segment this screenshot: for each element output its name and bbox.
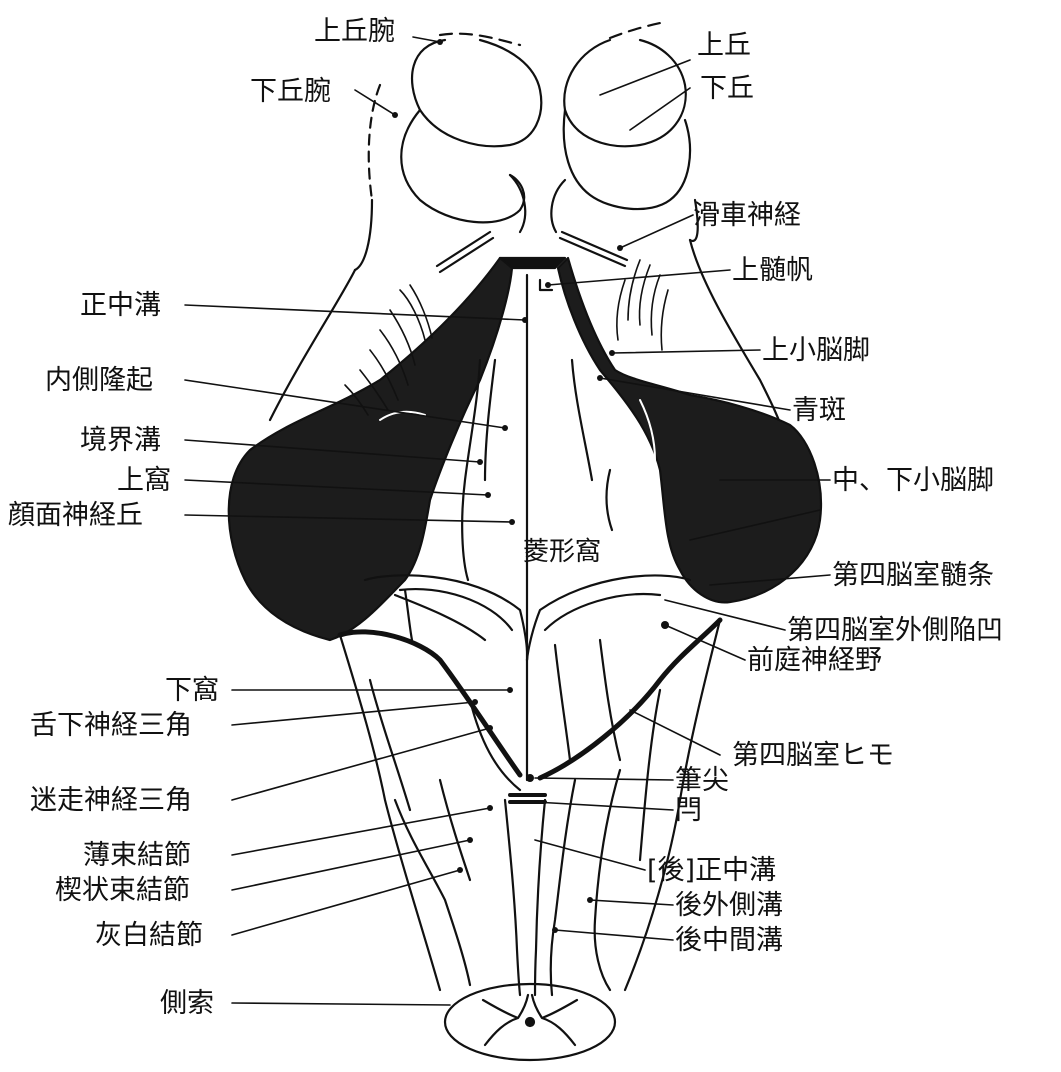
label-sulcus-limitans: 境界溝: [80, 427, 161, 454]
cerebellar-peduncle-left: [229, 258, 565, 640]
label-inferior-fovea: 下窩: [165, 677, 219, 704]
label-calamus: 筆尖: [675, 767, 729, 794]
medulla-outline: [340, 590, 720, 995]
label-cuneate-tubercle: 楔状束結節: [55, 877, 190, 904]
label-lateral-recess: 第四脳室外側陥凹: [787, 617, 1003, 644]
label-superior-cerebellar-peduncle: 上小脳脚: [762, 337, 870, 364]
label-tuber-cinereum: 灰白結節: [95, 922, 203, 949]
label-medial-eminence: 内側隆起: [45, 367, 153, 394]
label-lateral-funiculus: 側索: [160, 990, 214, 1017]
label-superior-fovea: 上窩: [117, 467, 171, 494]
label-superior-colliculus: 上丘: [697, 32, 751, 59]
label-posterolateral-sulcus: 後外側溝: [675, 892, 783, 919]
label-hypoglossal-trigone: 舌下神経三角: [30, 712, 192, 739]
label-inferior-brachium: 下丘腕: [250, 78, 331, 105]
label-vagal-trigone: 迷走神経三角: [30, 787, 192, 814]
label-rhomboid-fossa: 菱形窩: [523, 537, 601, 567]
label-obex: 閂: [675, 797, 702, 824]
colliculi-outline: [369, 22, 690, 232]
label-medullary-striae: 第四脳室髄条: [832, 562, 994, 589]
label-superior-brachium: 上丘腕: [314, 18, 395, 45]
label-posterior-intermediate-sulcus: 後中間溝: [675, 927, 783, 954]
label-locus-coeruleus: 青斑: [792, 397, 846, 424]
label-middle-inferior-peduncle: 中、下小脳脚: [832, 467, 994, 494]
label-posterior-median-sulcus: [後]正中溝: [647, 857, 776, 884]
label-superior-medullary-velum: 上髄帆: [732, 257, 813, 284]
label-trochlear-nerve: 滑車神経: [693, 202, 801, 229]
label-gracile-tubercle: 薄束結節: [83, 842, 191, 869]
label-inferior-colliculus: 下丘: [700, 75, 754, 102]
label-median-sulcus: 正中溝: [80, 292, 161, 319]
spinal-cord-section: [445, 984, 615, 1060]
label-taenia: 第四脳室ヒモ: [732, 742, 894, 769]
label-facial-colliculus: 顔面神経丘: [8, 502, 143, 529]
label-vestibular-area: 前庭神経野: [747, 647, 882, 674]
